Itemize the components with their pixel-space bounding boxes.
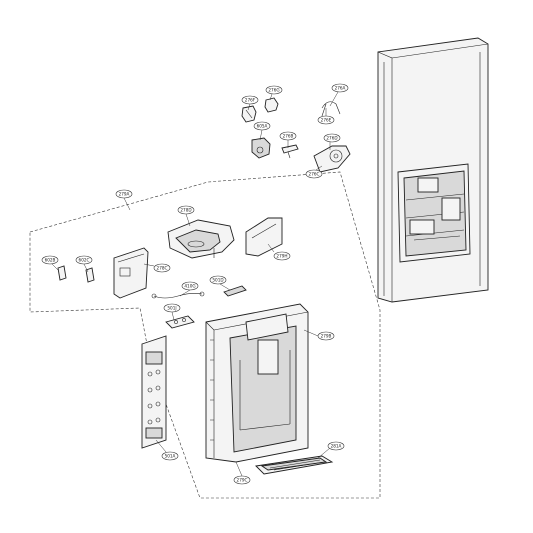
small-pcb-part [165,315,195,329]
callout-276d: 276D [323,133,341,143]
svg-text:279H: 279H [276,254,287,259]
callout-276b: 276B [279,131,297,141]
callout-501j: 501J [163,303,181,313]
callout-410g: 410G [181,281,199,291]
svg-text:276F: 276F [245,98,256,103]
callout-602c: 602C [75,255,93,265]
svg-text:276G: 276G [268,88,279,93]
svg-text:276E: 276E [321,118,332,123]
cover-panel-part [245,217,283,257]
dispenser-housing-part [205,303,309,463]
callout-276f: 276F [241,95,259,105]
svg-text:279C: 279C [237,478,248,483]
svg-text:276D: 276D [326,136,337,141]
drip-tray-part [255,455,334,475]
svg-text:501D: 501D [212,278,223,283]
callout-281a: 281A [327,441,345,451]
control-pcb-part [141,335,167,449]
callout-602b: 602B [41,255,59,265]
svg-text:279A: 279A [119,192,130,197]
leader-lines [51,91,339,477]
clip-parts [57,265,95,283]
ice-chute-part [167,219,235,259]
svg-text:279B: 279B [321,334,332,339]
callout-279b: 279B [317,331,335,341]
callout-501a: 501A [161,451,179,461]
callout-279a: 279A [115,189,133,199]
svg-text:276A: 276A [335,86,346,91]
svg-text:276C: 276C [309,172,320,177]
callout-276a: 276A [331,83,349,93]
svg-text:276B: 276B [283,134,294,139]
svg-text:605A: 605A [257,124,268,129]
bracket-part [113,247,149,299]
callout-276g: 276G [265,85,283,95]
callout-605a: 605A [253,121,271,131]
svg-text:602C: 602C [79,258,90,263]
callout-276c: 276C [305,169,323,179]
wire-harness-part [151,291,205,299]
callout-501d: 501D [209,275,227,285]
svg-text:278C: 278C [157,266,168,271]
svg-text:410G: 410G [184,284,195,289]
refrigerator-door [377,37,489,303]
svg-text:602B: 602B [45,258,56,263]
svg-text:501A: 501A [165,454,176,459]
callout-278c: 278C [153,263,171,273]
callout-279c: 279C [233,475,251,485]
sensor-board-part [223,285,247,297]
svg-text:278D: 278D [180,208,191,213]
callout-bubbles: 276F 276G 276A 605A 276B 276E 276D 276C [41,83,349,485]
assembly-group-outline [29,171,381,499]
callout-279h: 279H [273,251,291,261]
svg-text:281A: 281A [331,444,342,449]
callout-276e: 276E [317,115,335,125]
dispenser-small-parts [241,97,351,173]
svg-text:501J: 501J [167,306,176,311]
callout-278d: 278D [177,205,195,215]
